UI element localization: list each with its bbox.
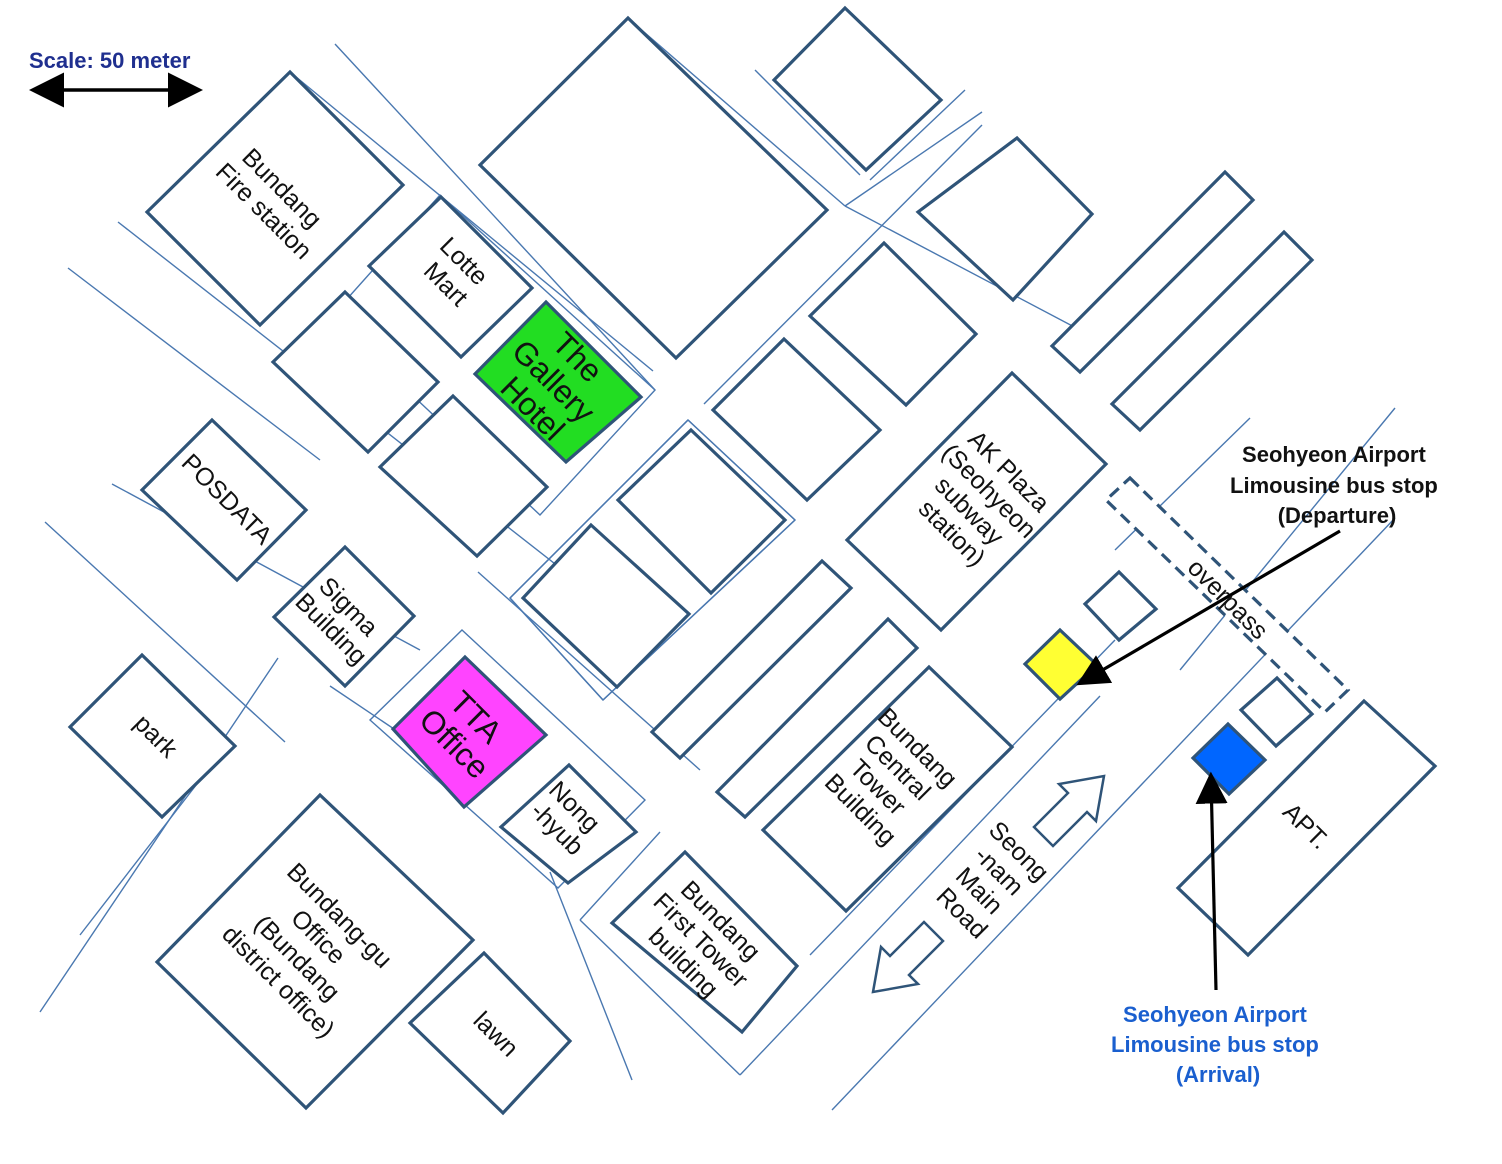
block-outlines [329, 194, 797, 889]
road-line [844, 205, 1081, 331]
building-lawn[interactable] [407, 950, 573, 1116]
building-park[interactable] [67, 652, 238, 820]
road-line [831, 517, 1396, 1111]
block-outline [329, 194, 656, 516]
building-fire-station[interactable] [144, 69, 406, 328]
building-block [270, 289, 441, 455]
building-block [377, 393, 550, 559]
road-direction-arrows [871, 774, 1106, 994]
block-outline [509, 419, 797, 701]
building-gallery-hotel[interactable] [472, 299, 644, 465]
road-line [739, 695, 1101, 1076]
road-line [869, 89, 966, 181]
building-block [520, 522, 692, 690]
road-line [754, 69, 861, 176]
building-sigma[interactable] [271, 544, 417, 689]
arrow-up-right-icon [1032, 774, 1106, 848]
buildings [67, 5, 1438, 1116]
road-line [334, 43, 656, 391]
departure-bus-stop-label: Seohyeon Airport Limousine bus stop (Dep… [1230, 442, 1444, 528]
building-apt[interactable] [1175, 698, 1438, 958]
building-lotte-mart[interactable] [366, 194, 535, 360]
building-block [615, 427, 788, 596]
building-block [477, 15, 830, 361]
road-line [44, 521, 286, 743]
label-main-road: Seong -nam Main Road [924, 816, 1059, 951]
building-block [807, 240, 979, 408]
building-block-long [1049, 169, 1256, 375]
road-line [579, 919, 741, 1076]
building-ak-plaza[interactable] [844, 370, 1109, 633]
road-line [67, 267, 321, 461]
road-line [39, 657, 279, 1013]
block-outline [368, 629, 647, 889]
road-line [549, 871, 633, 1081]
building-bundang-gu-office[interactable] [154, 792, 476, 1111]
building-first-tower[interactable] [609, 849, 800, 1035]
scale-label: Scale: 50 meter [29, 48, 191, 73]
road-line [629, 19, 846, 207]
arrow-down-left-icon [871, 920, 945, 994]
building-block [915, 135, 1095, 303]
building-small [1238, 675, 1315, 749]
building-posdata[interactable] [139, 417, 309, 583]
building-tta-office[interactable] [390, 654, 549, 810]
overpass-outline [1103, 475, 1351, 715]
building-block-long [1109, 229, 1315, 433]
building-nonghyub[interactable] [498, 762, 639, 886]
building-block [771, 5, 944, 173]
road-line [1179, 407, 1396, 671]
label-overpass: overpass [1182, 554, 1274, 646]
bus-stop-departure-marker[interactable] [1022, 627, 1100, 702]
building-small [1082, 569, 1159, 643]
arrival-bus-stop-label: Seohyeon Airport Limousine bus stop (Arr… [1111, 1002, 1325, 1087]
road-line [289, 71, 654, 372]
arrival-pointer-arrow [1195, 771, 1228, 991]
road-line [579, 831, 661, 921]
building-block-long [714, 616, 920, 820]
bus-stop-arrival-marker[interactable] [1190, 721, 1268, 797]
building-block-long [649, 558, 854, 761]
building-block [710, 336, 883, 503]
road-line [703, 124, 983, 405]
building-central-tower[interactable] [760, 664, 1015, 914]
road-line [79, 779, 201, 936]
road-line [844, 111, 983, 207]
departure-pointer-arrow [1076, 529, 1341, 686]
